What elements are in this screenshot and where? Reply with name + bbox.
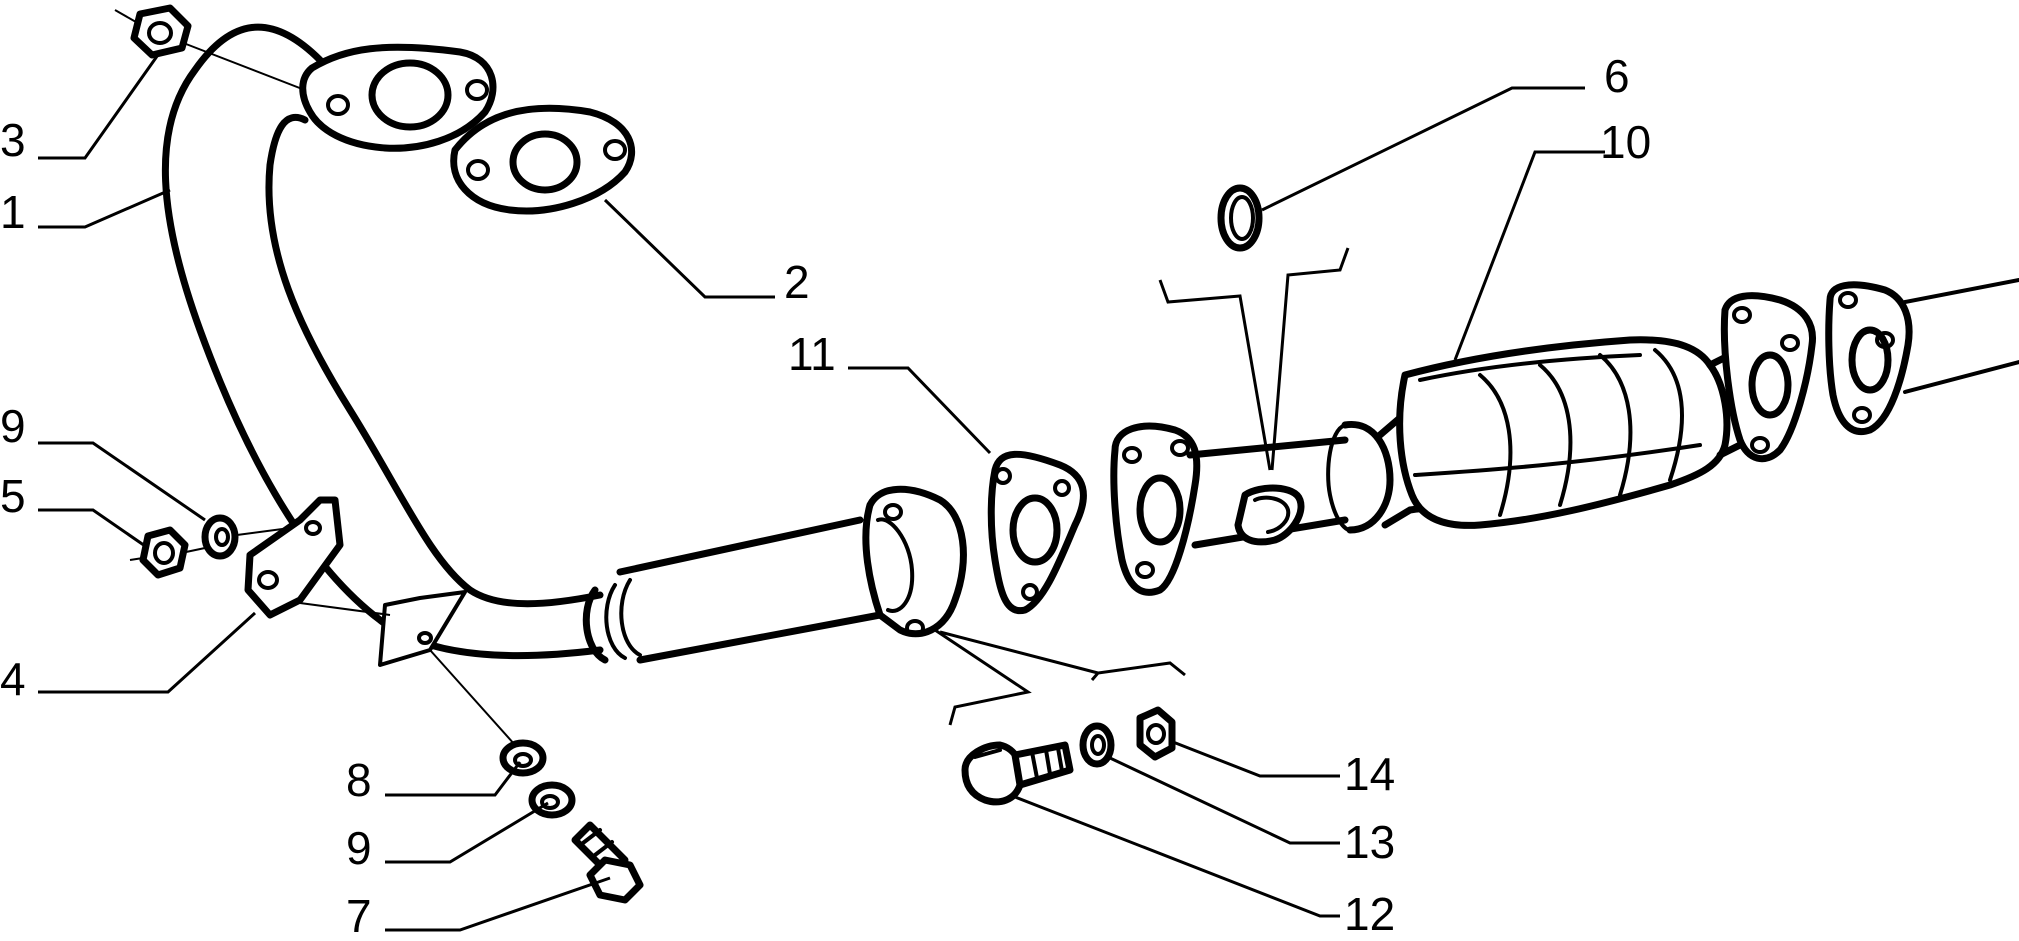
callout-12: 12	[1344, 888, 1395, 936]
part-1-downpipe	[161, 23, 967, 667]
callout-9-lower: 9	[346, 822, 372, 874]
part-14-nut	[1136, 706, 1176, 761]
callout-labels: 3 1 9 5 4 2 11 6 10 8 9 7 14 13 12	[0, 50, 1651, 941]
part-13-washer	[1079, 722, 1115, 768]
rear-pipe-flange	[1825, 278, 2019, 435]
callout-6: 6	[1604, 50, 1630, 102]
part-10-catalytic-converter	[1110, 292, 1817, 596]
part-6-oring	[1217, 184, 1263, 252]
part-7-bolt	[571, 821, 644, 904]
sensor-bracket-lines	[1158, 247, 1350, 471]
callout-3: 3	[0, 114, 26, 166]
part-12-bolt	[961, 741, 1074, 806]
part-9-washer-upper	[201, 514, 291, 560]
bolt-set-bracket-lines	[934, 628, 1186, 726]
part-2-gasket	[450, 104, 636, 215]
callout-2: 2	[784, 256, 810, 308]
callout-5: 5	[0, 470, 26, 522]
callout-9-upper: 9	[0, 400, 26, 452]
leader-lines	[38, 51, 1605, 932]
callout-14: 14	[1344, 748, 1395, 800]
callout-13: 13	[1344, 816, 1395, 868]
callout-8: 8	[346, 754, 372, 806]
part-4-bracket	[244, 496, 391, 619]
callout-1: 1	[0, 186, 26, 238]
part-11-gasket	[987, 450, 1087, 615]
callout-11: 11	[788, 328, 836, 380]
part-5-nut	[129, 526, 206, 579]
callout-10: 10	[1600, 116, 1651, 168]
part-8-washer	[429, 649, 547, 777]
callout-4: 4	[0, 653, 26, 705]
callout-7: 7	[346, 890, 372, 936]
